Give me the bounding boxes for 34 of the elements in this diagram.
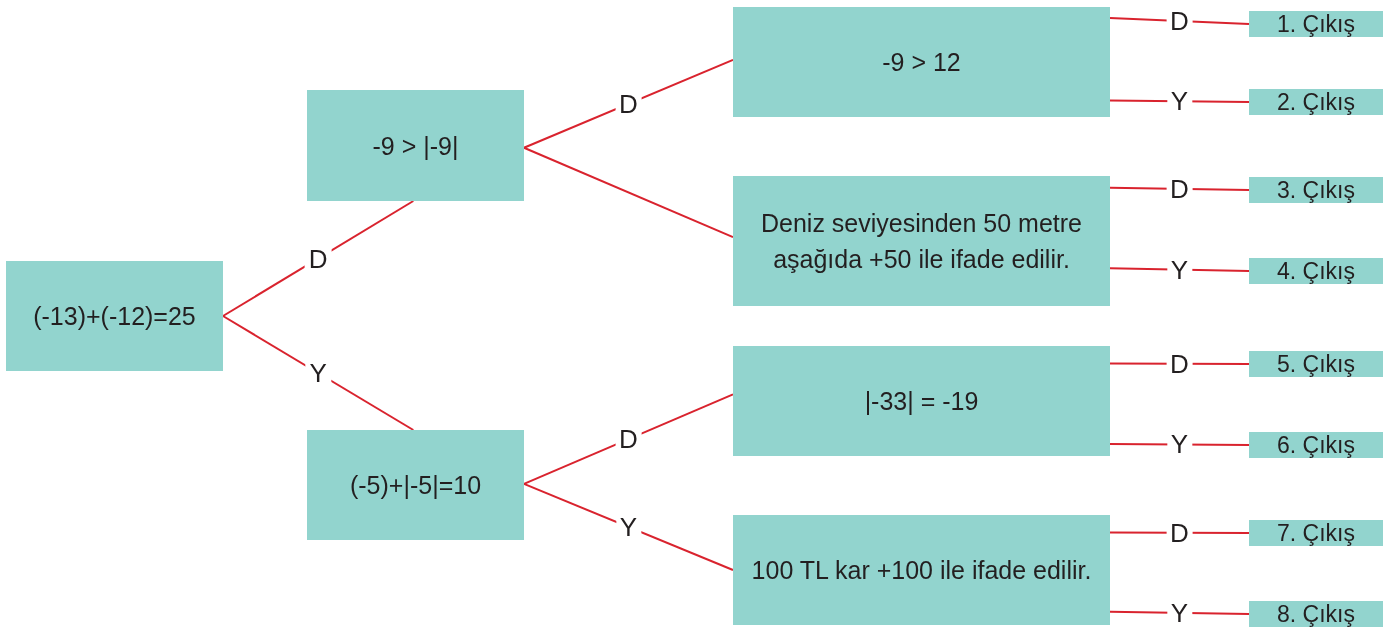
statement-box	[307, 90, 524, 201]
connector-line	[523, 393, 734, 485]
statement-box	[6, 261, 223, 371]
box-text: 8. Çıkış	[1277, 601, 1355, 627]
box-text: Deniz seviyesinden 50 metre aşağıda +50 ile ifade edilir.	[760, 208, 1083, 275]
box-text: (-5)+|-5|=10	[349, 470, 482, 501]
output-box	[1249, 258, 1383, 284]
box-text: (-13)+(-12)=25	[33, 301, 196, 332]
box-text: 2. Çıkış	[1277, 89, 1355, 115]
box-text: 7. Çıkış	[1277, 520, 1355, 546]
statement-box	[733, 176, 1110, 306]
statement-box	[733, 346, 1110, 456]
box-text: 6. Çıkış	[1277, 432, 1355, 458]
output-box	[1249, 351, 1383, 377]
output-box	[1249, 89, 1383, 115]
box-text: |-33| = -19	[864, 386, 979, 417]
box-text: 3. Çıkış	[1277, 177, 1355, 203]
box-text: -9 > 12	[882, 47, 961, 78]
box-text: 1. Çıkış	[1277, 11, 1355, 37]
output-box	[1249, 520, 1383, 546]
box-text: 5. Çıkış	[1277, 351, 1355, 377]
statement-box	[733, 515, 1110, 625]
output-box	[1249, 601, 1383, 627]
output-box	[1249, 177, 1383, 203]
output-box	[1249, 432, 1383, 458]
statement-box	[733, 7, 1110, 117]
output-box	[1249, 11, 1383, 37]
connector-line	[523, 482, 734, 571]
statement-box	[307, 430, 524, 540]
box-text: -9 > |-9|	[372, 130, 459, 162]
box-text: 4. Çıkış	[1277, 258, 1355, 284]
connector-line	[523, 58, 734, 149]
box-text: 100 TL kar +100 ile ifade edilir.	[751, 555, 1092, 586]
connector-line	[523, 146, 734, 239]
